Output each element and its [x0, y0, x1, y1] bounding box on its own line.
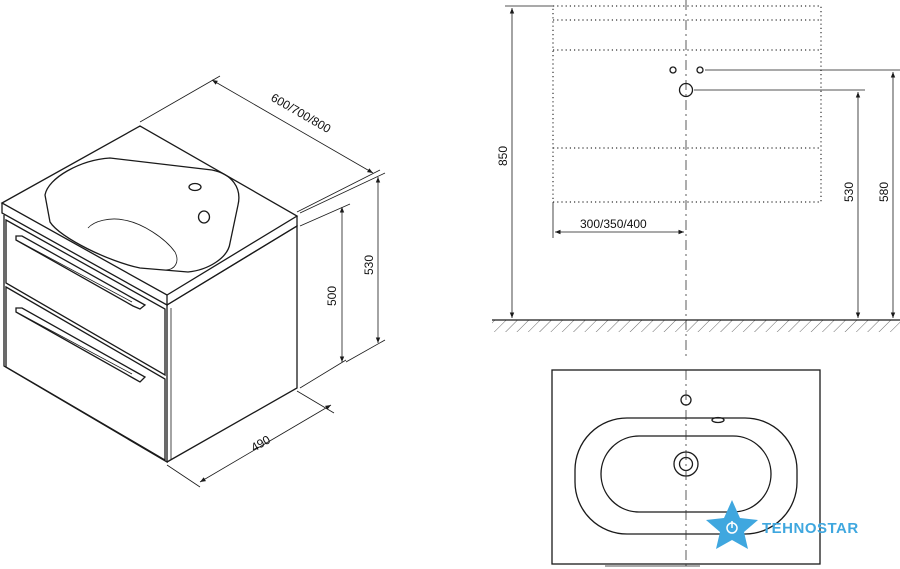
tap-hole	[188, 182, 202, 192]
tehnostar-logo: TEHNOSTAR	[706, 500, 859, 549]
basin-outer	[44, 157, 240, 273]
front-view: 850 300/350/400 530 580	[492, 0, 900, 360]
cold-water-connection	[669, 66, 677, 74]
h580-dimension-label: 580	[877, 182, 891, 202]
countertop-front-edge	[1, 203, 168, 307]
depth-ext-line-2	[296, 390, 335, 414]
h500-ext-line-bottom	[299, 359, 347, 389]
lower-handle-inner	[19, 313, 133, 375]
h500-ext-line-top	[299, 203, 351, 227]
depth-ext-line-1	[166, 464, 201, 488]
h530-ext-line-top	[299, 172, 386, 214]
floor-hatch	[492, 320, 900, 332]
cabinet-outline-dotted	[552, 5, 822, 203]
width-ext-line-2	[296, 169, 381, 213]
logo-text: TEHNOSTAR	[762, 520, 859, 537]
hot-water-connection	[696, 66, 704, 74]
half-width-dimension-label: 300/350/400	[580, 217, 647, 231]
basin-inner	[87, 218, 178, 271]
h530-dimension-label: 530	[362, 255, 376, 275]
cabinet-side	[166, 224, 298, 463]
h850-dimension-label: 850	[496, 146, 510, 166]
depth-dimension-line	[199, 404, 332, 483]
countertop-side-edge	[166, 216, 298, 306]
upper-handle-inner	[19, 241, 133, 303]
countertop-top-face	[0, 125, 299, 296]
h530-ext-line-bottom	[345, 339, 386, 363]
lower-drawer-handle	[15, 307, 147, 383]
drain-hole	[197, 210, 211, 224]
width-dimension-label: 600/700/800	[269, 90, 334, 136]
width-ext-line-1	[139, 75, 221, 123]
waste-connection	[678, 82, 694, 98]
h500-dimension-label: 500	[325, 286, 339, 306]
upper-drawer-handle	[15, 235, 147, 310]
isometric-view: 600/700/800 490 500 530	[0, 75, 386, 488]
cabinet-front	[3, 215, 168, 464]
lower-drawer	[5, 285, 166, 462]
h530-front-dimension-label: 530	[842, 182, 856, 202]
overflow-hole	[711, 416, 725, 424]
top-view	[551, 369, 821, 569]
width-dimension-line	[211, 79, 374, 174]
upper-drawer	[5, 218, 166, 377]
